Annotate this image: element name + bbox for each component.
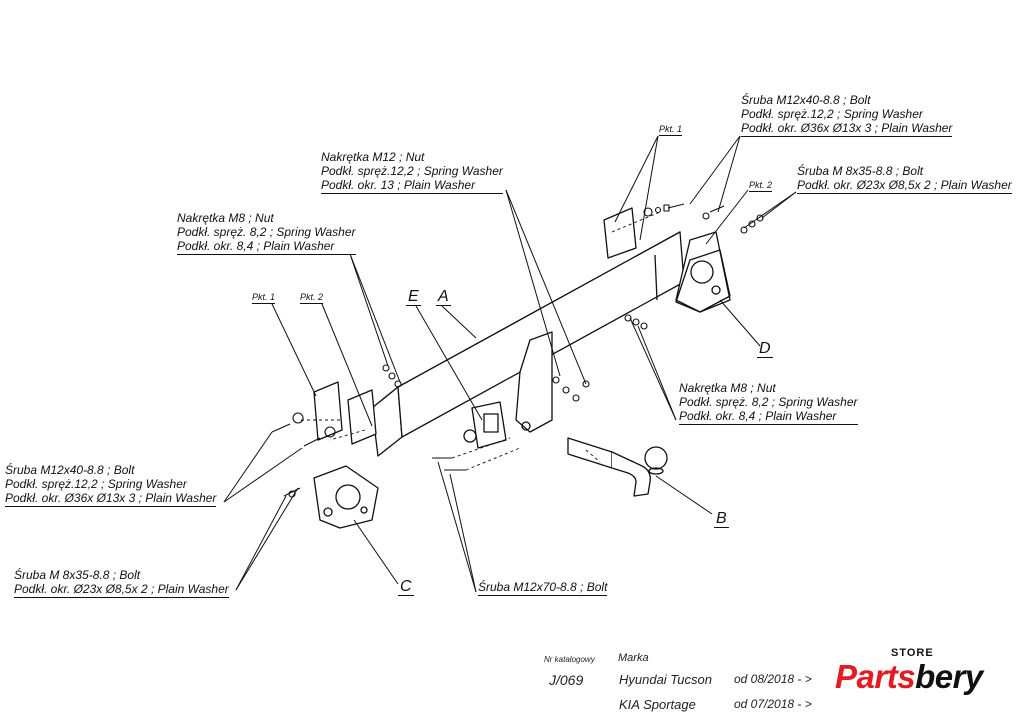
label-line: Podkł. spręż. 8,2 ; Spring Washer <box>679 395 858 409</box>
catalog-number: J/069 <box>549 672 584 688</box>
label-nut-m8-left: Nakrętka M8 ; Nut Podkł. spręż. 8,2 ; Sp… <box>177 211 356 255</box>
label-line: Podkł. okr. Ø23x Ø8,5x 2 ; Plain Washer <box>797 178 1012 194</box>
catalog-row-make: Hyundai Tucson <box>619 672 712 687</box>
label-bolt-m12-left: Śruba M12x40-8.8 ; Bolt Podkł. spręż.12,… <box>5 463 217 507</box>
pkt-1-left: Pkt. 1 <box>252 292 276 304</box>
assembly-dashes <box>300 211 661 471</box>
catalog-nr-header: Nr katalogowy <box>544 655 595 664</box>
logo-store-text: STORE <box>891 647 934 659</box>
socket-plate-e <box>463 401 507 449</box>
logo-brand: Partsbery <box>835 659 983 695</box>
part-letter-d: D <box>757 340 773 358</box>
part-letter-b: B <box>714 510 729 528</box>
label-line: Podkł. spręż.12,2 ; Spring Washer <box>5 477 187 491</box>
label-line: Podkł. okr. 8,4 ; Plain Washer <box>177 239 356 255</box>
center-bracket <box>515 331 553 433</box>
logo-brand-rest: bery <box>915 658 983 695</box>
catalog-row-date: od 07/2018 - > <box>734 697 812 711</box>
label-line: Nakrętka M12 ; Nut <box>321 150 425 164</box>
label-nut-m8-right: Nakrętka M8 ; Nut Podkł. spręż. 8,2 ; Sp… <box>679 381 858 425</box>
label-line: Śruba M 8x35-8.8 ; Bolt <box>797 164 924 178</box>
label-line: Podkł. spręż.12,2 ; Spring Washer <box>741 107 923 121</box>
label-line: Śruba M12x40-8.8 ; Bolt <box>5 463 135 477</box>
label-line: Podkł. okr. Ø23x Ø8,5x 2 ; Plain Washer <box>14 582 229 598</box>
label-bolt-m8-right: Śruba M 8x35-8.8 ; Bolt Podkł. okr. Ø23x… <box>797 164 1012 194</box>
pkt-2-left: Pkt. 2 <box>300 292 324 304</box>
pkt-2-top: Pkt. 2 <box>749 180 773 192</box>
logo-brand-first: Parts <box>835 658 916 695</box>
label-bolt-m8-left: Śruba M 8x35-8.8 ; Bolt Podkł. okr. Ø23x… <box>14 568 229 598</box>
catalog-row-make: KIA Sportage <box>619 697 696 712</box>
label-line: Nakrętka M8 ; Nut <box>177 211 274 225</box>
crossbar-a <box>371 231 685 457</box>
left-end-plate <box>313 381 377 445</box>
bracket-d <box>675 249 731 313</box>
label-line: Podkł. okr. 8,4 ; Plain Washer <box>679 409 858 425</box>
catalog-row-date: od 08/2018 - > <box>734 672 812 686</box>
label-line: Podkł. okr. Ø36x Ø13x 3 ; Plain Washer <box>5 491 217 507</box>
label-line: Śruba M 8x35-8.8 ; Bolt <box>14 568 141 582</box>
label-line: Podkł. okr. Ø36x Ø13x 3 ; Plain Washer <box>741 121 953 137</box>
label-line: Podkł. spręż.12,2 ; Spring Washer <box>321 164 503 178</box>
ball-bar-b <box>567 437 668 497</box>
leader-lines <box>223 135 797 593</box>
label-line: Nakrętka M8 ; Nut <box>679 381 776 395</box>
label-bolt-m12-top-right: Śruba M12x40-8.8 ; Bolt Podkł. spręż.12,… <box>741 93 953 137</box>
pkt-1-top: Pkt. 1 <box>659 124 683 136</box>
label-line: Podkł. okr. 13 ; Plain Washer <box>321 178 503 194</box>
label-line: Podkł. spręż. 8,2 ; Spring Washer <box>177 225 356 239</box>
bracket-c <box>313 465 379 529</box>
label-line: Śruba M12x40-8.8 ; Bolt <box>741 93 871 107</box>
fasteners <box>271 203 764 498</box>
label-bolt-m12x70: Śruba M12x70-8.8 ; Bolt <box>478 580 608 596</box>
part-letter-e: E <box>406 288 421 306</box>
partsbery-store-logo: STORE Partsbery <box>835 645 1005 705</box>
catalog-marka-header: Marka <box>618 652 649 664</box>
label-nut-m12: Nakrętka M12 ; Nut Podkł. spręż.12,2 ; S… <box>321 150 503 194</box>
part-letter-c: C <box>398 578 414 596</box>
right-end-plate <box>603 207 731 313</box>
part-letter-a: A <box>436 288 451 306</box>
